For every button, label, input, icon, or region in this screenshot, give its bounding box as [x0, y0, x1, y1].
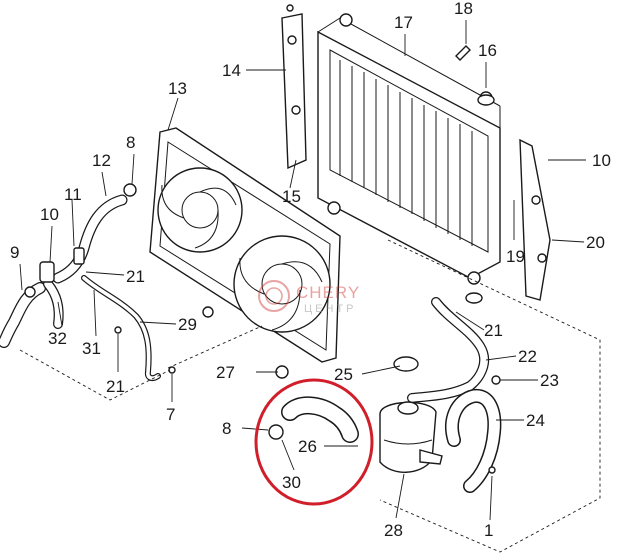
callout-14: 14: [222, 61, 241, 80]
callout-15: 15: [282, 187, 301, 206]
callout-17: 17: [394, 13, 413, 32]
callout-25: 25: [334, 365, 353, 384]
lower-hose-22: [407, 297, 490, 403]
callouts: 1 7 8 8 9 10 10 11 12 13 14 15 16 17 18 …: [10, 0, 611, 540]
reference-lines: [19, 239, 601, 553]
hose-9: [0, 282, 46, 348]
hose-29: [81, 275, 161, 382]
callout-19: 19: [506, 247, 525, 266]
upper-hose-12: [52, 194, 128, 284]
hose-32: [43, 279, 64, 329]
callout-9: 9: [10, 243, 19, 262]
callout-21a: 21: [126, 267, 145, 286]
callout-24: 24: [526, 411, 545, 430]
radiator-left-bracket: [281, 4, 307, 170]
callout-11: 11: [64, 185, 82, 204]
radiator: [317, 13, 501, 285]
leader-lines: [19, 20, 586, 521]
callout-22: 22: [518, 347, 537, 366]
callout-10b: 10: [592, 151, 611, 170]
highlight-circle: [254, 378, 374, 506]
callout-32: 32: [48, 329, 67, 348]
callout-18: 18: [454, 0, 473, 18]
callout-21b: 21: [106, 377, 125, 396]
callout-12: 12: [92, 151, 111, 170]
callout-30: 30: [282, 473, 301, 492]
callout-8b: 8: [222, 419, 231, 438]
callout-27: 27: [216, 363, 235, 382]
callout-29: 29: [178, 315, 197, 334]
callout-13: 13: [168, 79, 187, 98]
callout-21c: 21: [484, 321, 503, 340]
watermark-sub: ЦЕНТР: [304, 303, 356, 315]
callout-1: 1: [484, 521, 493, 540]
callout-23: 23: [540, 371, 559, 390]
expansion-tank: [379, 401, 443, 473]
callout-10a: 10: [40, 205, 59, 224]
callout-26: 26: [298, 437, 317, 456]
callout-20: 20: [586, 233, 605, 252]
watermark-brand: CHERY: [296, 283, 360, 302]
callout-31: 31: [82, 339, 101, 358]
radiator-right-bracket: [519, 138, 551, 301]
callout-7: 7: [166, 405, 175, 424]
fan-shroud: [149, 127, 341, 363]
callout-28: 28: [384, 521, 403, 540]
callout-16: 16: [478, 41, 497, 60]
hose-24: [445, 388, 502, 493]
hose-30-26: [268, 396, 359, 443]
fittings: [24, 45, 501, 474]
watermark: CHERY ЦЕНТР: [258, 280, 360, 315]
callout-8a: 8: [126, 133, 135, 152]
